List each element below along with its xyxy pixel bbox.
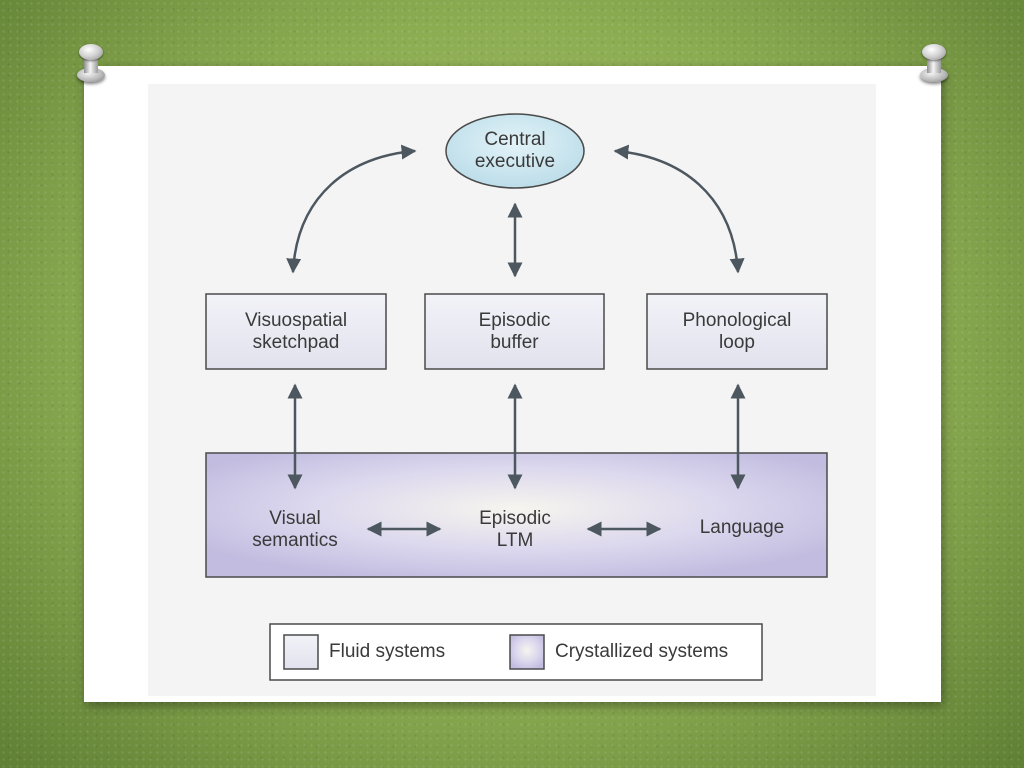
push-pin-left-icon [76, 44, 106, 86]
language-label: Language [699, 517, 785, 538]
central-executive-node [445, 113, 585, 189]
episodic-buffer-box [424, 293, 605, 370]
legend-crystallized-swatch [509, 634, 545, 670]
legend-fluid-swatch [283, 634, 319, 670]
arrow-executive-visuospatial [286, 144, 417, 274]
visual-semantics-label: Visual semantics [252, 508, 338, 551]
episodic-buffer-label: Episodic buffer [478, 309, 551, 353]
visuospatial-sketchpad-box [205, 293, 387, 370]
phonological-loop-box [646, 293, 828, 370]
push-pin-right-icon [919, 44, 949, 86]
legend-fluid-label: Fluid systems [329, 641, 446, 662]
legend-crystallized-label: Crystallized systems [555, 641, 729, 662]
episodic-ltm-label: Episodic LTM [479, 508, 551, 551]
phonological-loop-label: Phonological loop [682, 309, 792, 353]
visuospatial-sketchpad-label: Visuospatial sketchpad [244, 309, 348, 353]
arrow-executive-phonological [613, 144, 745, 274]
central-executive-label: Central executive [474, 129, 556, 172]
